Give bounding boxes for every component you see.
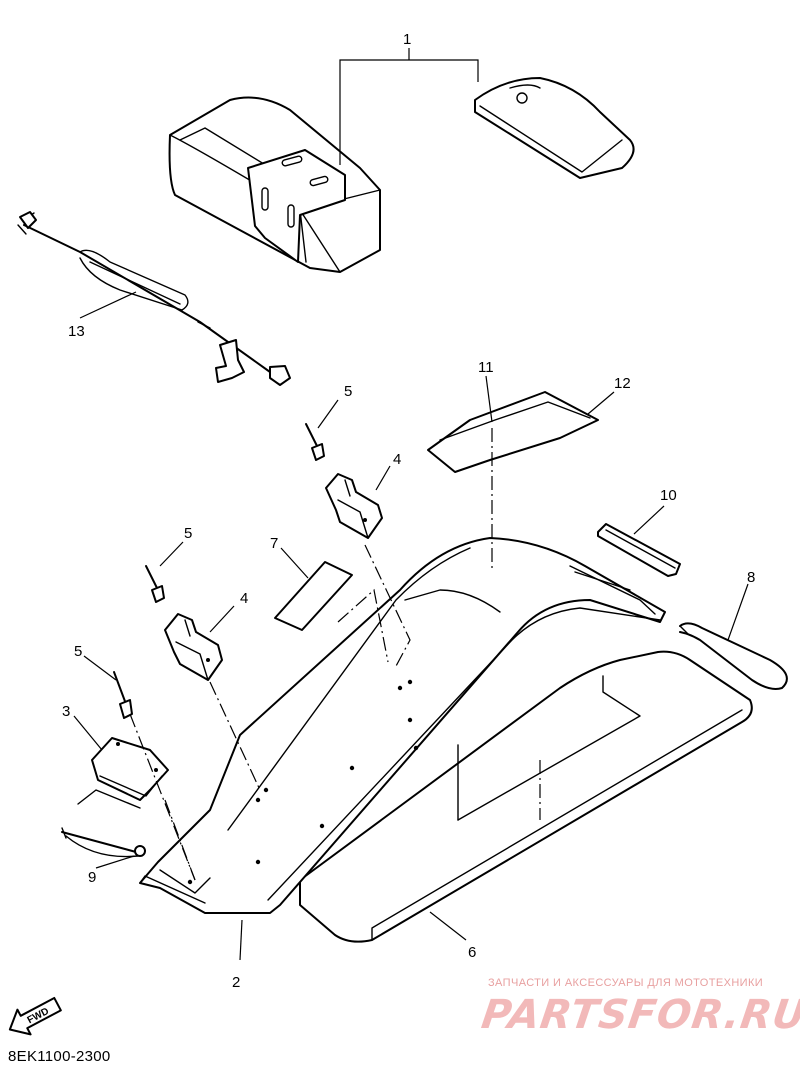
part-5-screw-upper xyxy=(305,423,325,461)
part-1-tool-bag xyxy=(168,77,635,273)
callout-leaders xyxy=(73,291,749,961)
part-11-pad xyxy=(427,391,599,473)
mount-holes xyxy=(187,679,419,885)
part-6-lower-plate xyxy=(299,650,753,943)
callout-12: 12 xyxy=(614,375,631,392)
callout-10: 10 xyxy=(660,487,677,504)
part-3-hinge xyxy=(77,737,169,809)
part-5-screw-middle xyxy=(145,565,165,603)
callout-3: 3 xyxy=(62,703,70,720)
callout-1: 1 xyxy=(403,31,411,48)
callout-4-upper: 4 xyxy=(393,451,401,468)
assembly-centerlines xyxy=(129,428,541,881)
diagram-part-code: 8EK1100-2300 xyxy=(8,1048,111,1065)
part-4-clip-upper xyxy=(325,473,383,539)
callout-8: 8 xyxy=(747,569,755,586)
callout-7: 7 xyxy=(270,535,278,552)
watermark-logo: PARTSFOR.RU xyxy=(478,992,800,1038)
callout-11: 11 xyxy=(478,359,494,376)
part-7-label xyxy=(274,561,353,631)
part-13-cable xyxy=(17,211,291,386)
callout-13: 13 xyxy=(68,323,85,340)
part-2-main-pan xyxy=(139,537,666,914)
callout-2: 2 xyxy=(232,974,240,991)
callout-5-lower: 5 xyxy=(74,643,82,660)
callout-6: 6 xyxy=(468,944,476,961)
callout-9: 9 xyxy=(88,869,96,886)
part-5-screw-lower xyxy=(113,671,133,719)
callout-numbers: 1 2 3 4 4 5 5 5 6 7 8 9 10 11 12 13 xyxy=(62,31,755,991)
part-8-hook xyxy=(679,622,788,690)
watermark-tagline: ЗАПЧАСТИ И АКСЕССУАРЫ ДЛЯ МОТОТЕХНИКИ xyxy=(488,977,764,989)
fwd-arrow-icon: FWD xyxy=(8,996,62,1036)
callout-5-upper: 5 xyxy=(344,383,352,400)
part-9-pin xyxy=(61,827,146,858)
part-4-clip-lower xyxy=(164,613,223,681)
callout-4-lower: 4 xyxy=(240,590,248,607)
callout-5-middle: 5 xyxy=(184,525,192,542)
part-10-bar xyxy=(597,523,681,577)
callout-leader-1 xyxy=(339,48,479,165)
